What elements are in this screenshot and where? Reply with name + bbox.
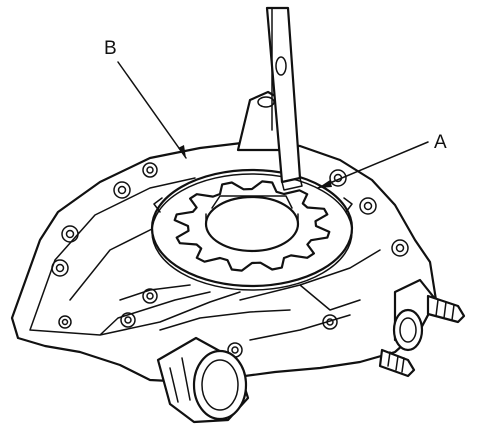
right-fittings — [378, 278, 466, 378]
feeler-gauge-tool — [265, 6, 303, 191]
inner-gear-rotor — [173, 180, 331, 272]
callout-label-a: A — [434, 132, 447, 153]
bolt-holes — [51, 162, 409, 358]
leader-lines — [117, 61, 429, 189]
callout-label-b: B — [104, 38, 117, 59]
front-pipe-fitting — [156, 336, 250, 424]
